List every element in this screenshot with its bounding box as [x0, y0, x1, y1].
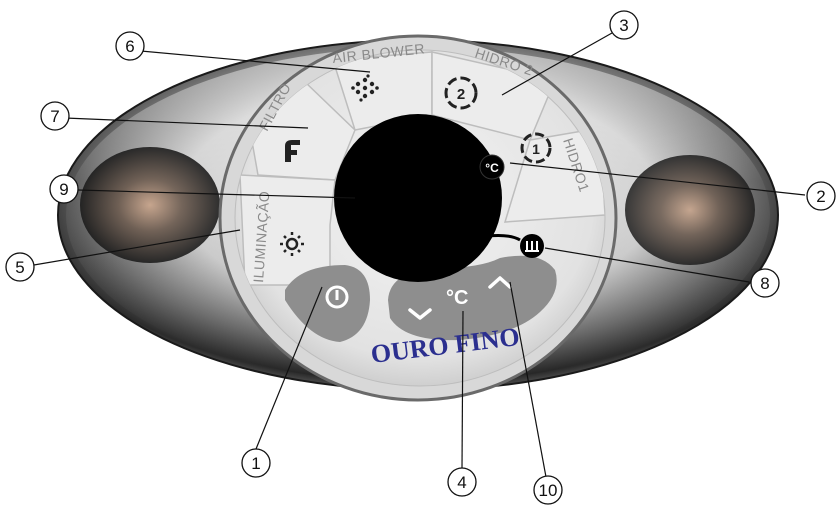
svg-text:2: 2	[457, 86, 465, 103]
callout-2: 2	[807, 182, 835, 210]
callout-8-number: 8	[760, 274, 769, 293]
callout-2-number: 2	[816, 187, 825, 206]
heater-icon	[525, 241, 539, 251]
callout-6-number: 6	[125, 37, 134, 56]
temp-unit-label: °C	[446, 287, 468, 309]
callout-9-number: 9	[59, 180, 68, 199]
callout-9: 9	[50, 175, 78, 203]
callout-3: 3	[610, 11, 638, 39]
callout-5-number: 5	[15, 258, 24, 277]
callout-10-number: 10	[539, 481, 558, 500]
callout-1-number: 1	[251, 454, 260, 473]
callout-8: 8	[751, 269, 779, 297]
indicator-unit-label: °C	[485, 161, 499, 175]
callout-5: 5	[6, 253, 34, 281]
callout-4-number: 4	[457, 473, 466, 492]
svg-text:1: 1	[532, 141, 540, 157]
callout-10: 10	[534, 476, 562, 504]
callout-6: 6	[116, 32, 144, 60]
temperature-indicator: °C	[480, 155, 504, 179]
callout-4: 4	[448, 468, 476, 496]
callout-1: 1	[242, 449, 270, 477]
callout-3-number: 3	[619, 16, 628, 35]
callout-7: 7	[41, 102, 69, 130]
callout-7-number: 7	[50, 107, 59, 126]
heater-indicator	[520, 234, 544, 258]
